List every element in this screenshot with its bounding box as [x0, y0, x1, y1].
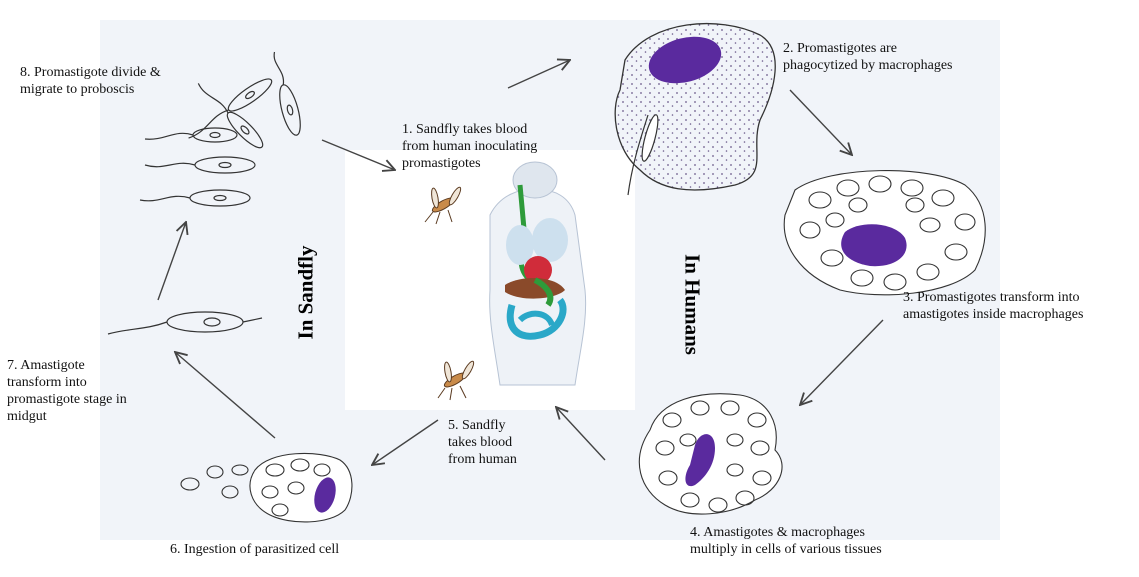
step-5-label: 5. Sandfly takes blood from human — [448, 417, 517, 468]
step-6-label: 6. Ingestion of parasitized cell — [170, 541, 339, 558]
step-7-label: 7. Amastigote transform into promastigot… — [7, 357, 127, 425]
step-1-label: 1. Sandfly takes blood from human inocul… — [402, 121, 537, 172]
step-3-label: 3. Promastigotes transform into amastigo… — [903, 289, 1083, 323]
macrophage-amastigotes — [784, 171, 985, 295]
step-8-label: 8. Promastigote divide & migrate to prob… — [20, 64, 161, 98]
step-2-label: 2. Promastigotes are phagocytized by mac… — [783, 40, 953, 74]
step-4-label: 4. Amastigotes & macrophages multiply in… — [690, 524, 882, 558]
in-humans-heading: In Humans — [680, 205, 705, 405]
in-sandfly-heading: In Sandfly — [294, 193, 319, 393]
macrophage-phagocytosis — [615, 24, 775, 195]
